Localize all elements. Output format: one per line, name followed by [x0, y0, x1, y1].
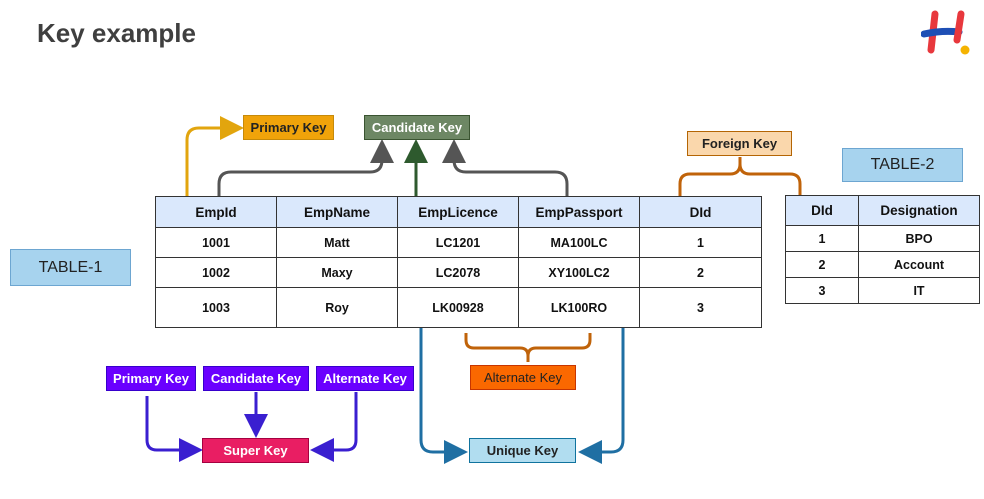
- table-cell: MA100LC: [518, 227, 640, 258]
- candidate-connector-passport: [442, 139, 569, 196]
- table-row: 1 BPO: [785, 225, 980, 252]
- table-cell: Matt: [276, 227, 398, 258]
- table-cell: LK100RO: [518, 287, 640, 328]
- table1-label: TABLE-1: [10, 249, 131, 286]
- table-cell: Maxy: [276, 257, 398, 288]
- super-connector-alternate: [310, 392, 358, 462]
- table-row: 3 IT: [785, 277, 980, 304]
- table-cell: 3: [785, 277, 859, 304]
- table-row: 1002 Maxy LC2078 XY100LC2 2: [155, 257, 762, 288]
- table2: DId Designation 1 BPO 2 Account 3 IT: [785, 195, 980, 304]
- table-cell: Account: [858, 251, 980, 278]
- table2-header: Designation: [858, 195, 980, 226]
- table-cell: 1001: [155, 227, 277, 258]
- table1-header: EmpId: [155, 196, 277, 228]
- foreign-key-label: Foreign Key: [687, 131, 792, 156]
- table-cell: XY100LC2: [518, 257, 640, 288]
- table1-header: EmpName: [276, 196, 398, 228]
- table1-header-row: EmpId EmpName EmpLicence EmpPassport DId: [155, 196, 762, 228]
- super-key-label: Super Key: [202, 438, 309, 463]
- table-cell: 2: [639, 257, 762, 288]
- table-row: 1001 Matt LC1201 MA100LC 1: [155, 227, 762, 258]
- table1-header: EmpPassport: [518, 196, 640, 228]
- brand-logo: [921, 10, 970, 55]
- table-cell: 1002: [155, 257, 277, 288]
- foreign-key-brace: [678, 157, 802, 196]
- table-cell: LK00928: [397, 287, 519, 328]
- table-cell: BPO: [858, 225, 980, 252]
- candidate-key-label: Candidate Key: [364, 115, 470, 140]
- table-cell: LC2078: [397, 257, 519, 288]
- table-cell: 1: [639, 227, 762, 258]
- alternate-key-label: Alternate Key: [470, 365, 576, 390]
- primary-key-label: Primary Key: [243, 115, 334, 140]
- primary-key-connector: [185, 116, 244, 196]
- table-cell: 2: [785, 251, 859, 278]
- page-title: Key example: [37, 18, 196, 48]
- table1-header: DId: [639, 196, 762, 228]
- super-primary-key-label: Primary Key: [106, 366, 196, 391]
- super-alternate-key-label: Alternate Key: [316, 366, 414, 391]
- table1-header: EmpLicence: [397, 196, 519, 228]
- table-row: 1003 Roy LK00928 LK100RO 3: [155, 287, 762, 328]
- table-cell: 3: [639, 287, 762, 328]
- alternate-key-brace: [464, 333, 592, 362]
- table-cell: 1003: [155, 287, 277, 328]
- table-cell: Roy: [276, 287, 398, 328]
- table2-header-row: DId Designation: [785, 195, 980, 226]
- super-connector-primary: [145, 396, 203, 462]
- table2-header: DId: [785, 195, 859, 226]
- table-cell: IT: [858, 277, 980, 304]
- table-row: 2 Account: [785, 251, 980, 278]
- candidate-connector-empid: [217, 139, 394, 196]
- super-candidate-key-label: Candidate Key: [203, 366, 309, 391]
- table2-label: TABLE-2: [842, 148, 963, 182]
- unique-key-label: Unique Key: [469, 438, 576, 463]
- unique-connector-left: [419, 327, 468, 464]
- unique-connector-right: [578, 327, 625, 464]
- table-cell: LC1201: [397, 227, 519, 258]
- table-cell: 1: [785, 225, 859, 252]
- table1: EmpId EmpName EmpLicence EmpPassport DId…: [155, 196, 762, 328]
